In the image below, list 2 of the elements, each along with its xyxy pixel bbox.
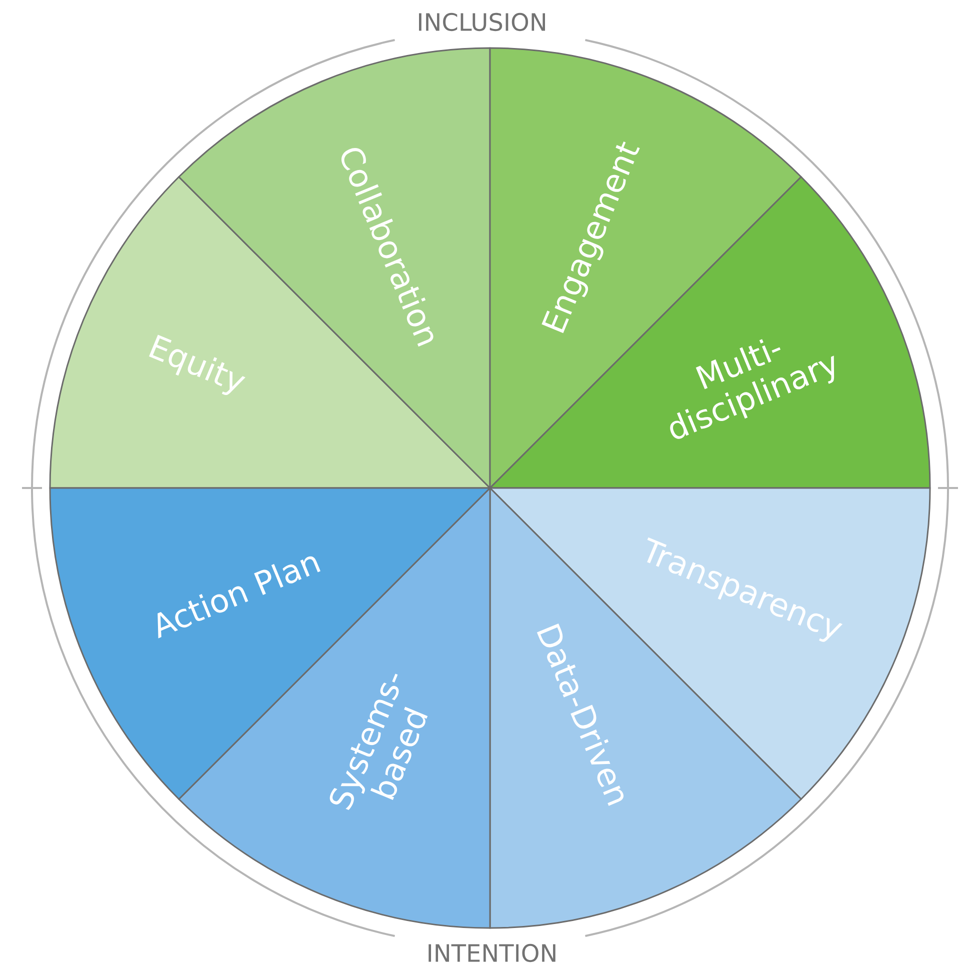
ring-label: INCLUSION bbox=[419, 12, 545, 32]
ring-label: INTENTION bbox=[428, 944, 556, 962]
